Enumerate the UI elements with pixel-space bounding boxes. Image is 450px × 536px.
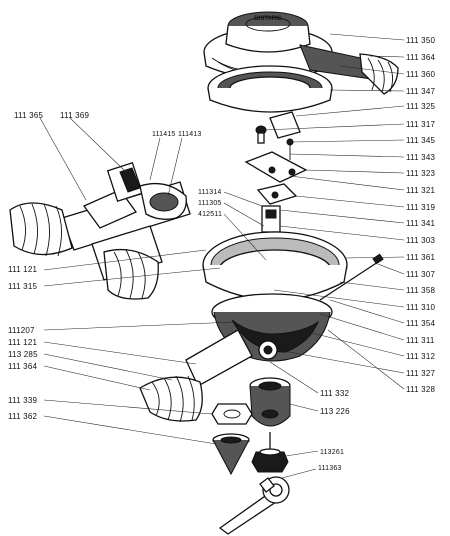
part-label-111319: 111 319 bbox=[406, 203, 435, 212]
part-label-111343: 111 343 bbox=[406, 153, 435, 162]
part-label-113261: 113261 bbox=[320, 449, 344, 456]
part-label-111314: 111314 bbox=[198, 189, 222, 196]
part-label-113285: 113 285 bbox=[8, 350, 38, 359]
part-label-111369: 111 369 bbox=[60, 111, 89, 120]
part-label-111350: 111 350 bbox=[406, 36, 435, 45]
float-chamber-cup bbox=[249, 377, 291, 427]
leader-lines bbox=[39, 33, 405, 479]
left-label-group: 111 365 111 369 111415 111413 111314 111… bbox=[8, 111, 222, 421]
right-label-column: 111 350 111 364 111 360 111 347 111 325 … bbox=[406, 36, 435, 394]
part-label-111363: 111363 bbox=[318, 465, 342, 472]
part-label-111327: 111 327 bbox=[406, 369, 435, 378]
drain-plug bbox=[251, 432, 289, 473]
part-label-111305: 111305 bbox=[198, 200, 222, 207]
part-label-111354: 111 354 bbox=[406, 319, 435, 328]
part-label-111341: 111 341 bbox=[406, 219, 435, 228]
part-label-111121-lower: 111 121 bbox=[8, 338, 37, 347]
side-screw bbox=[319, 253, 384, 301]
part-label-111315: 111 315 bbox=[8, 282, 37, 291]
part-label-111332: 111 332 bbox=[320, 389, 349, 398]
part-label-111361: 111 361 bbox=[406, 253, 435, 262]
part-label-111358: 111 358 bbox=[406, 286, 435, 295]
part-label-111303: 111 303 bbox=[406, 236, 435, 245]
part-label-111345: 111 345 bbox=[406, 136, 435, 145]
part-label-111323: 111 323 bbox=[406, 169, 435, 178]
part-label-111325: 111 325 bbox=[406, 102, 435, 111]
carburetor-bowl bbox=[202, 231, 348, 362]
part-label-111413: 111413 bbox=[178, 131, 202, 138]
part-label-111307: 111 307 bbox=[406, 270, 435, 279]
part-label-113226: 113 226 bbox=[320, 407, 350, 416]
part-label-111121-upper: 111 121 bbox=[8, 265, 37, 274]
part-label-111310: 111 310 bbox=[406, 303, 435, 312]
part-label-111364-low: 111 364 bbox=[8, 362, 37, 371]
part-label-111362: 111 362 bbox=[8, 412, 37, 421]
part-label-111347: 111 347 bbox=[406, 87, 435, 96]
part-label-111364-top: 111 364 bbox=[406, 53, 435, 62]
part-label-111365: 111 365 bbox=[14, 111, 43, 120]
part-label-111339: 111 339 bbox=[8, 396, 37, 405]
strainer-cone bbox=[212, 433, 250, 476]
mounting-bracket bbox=[244, 111, 308, 205]
right-corrugated-hose bbox=[103, 248, 159, 300]
cap-stamp-lettering: DISTARIS bbox=[254, 16, 282, 22]
part-label-111312: 111 312 bbox=[406, 352, 435, 361]
part-label-412511: 412511 bbox=[198, 211, 222, 218]
lower-inlet-pipe bbox=[139, 329, 253, 423]
hex-nut bbox=[211, 403, 253, 425]
part-label-111207: 111207 bbox=[8, 326, 35, 335]
part-label-111328: 111 328 bbox=[406, 385, 435, 394]
service-wrench bbox=[218, 476, 290, 535]
left-corrugated-hose bbox=[9, 202, 73, 257]
filter-element bbox=[207, 65, 333, 113]
bottom-label-group: 111 332 113 226 113261 111363 bbox=[318, 389, 350, 472]
part-label-111321: 111 321 bbox=[406, 186, 435, 195]
part-label-111317: 111 317 bbox=[406, 120, 435, 129]
part-label-111360: 111 360 bbox=[406, 70, 435, 79]
part-label-111311: 111 311 bbox=[406, 336, 435, 345]
part-label-111415: 111415 bbox=[152, 131, 176, 138]
top-corrugated-hose bbox=[299, 44, 399, 95]
